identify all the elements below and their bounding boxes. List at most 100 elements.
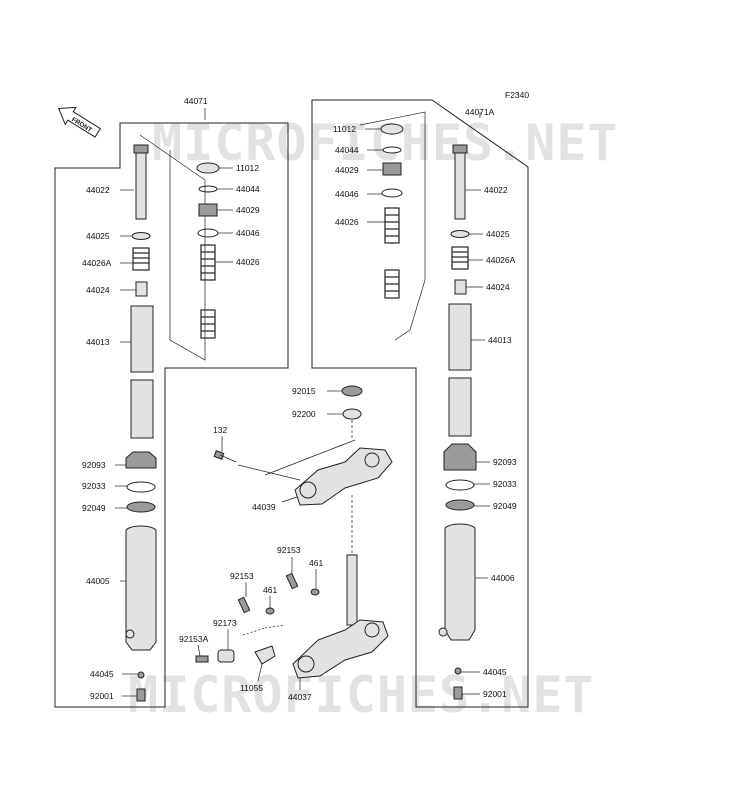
part-44026a-left xyxy=(132,247,150,271)
part-44037 xyxy=(292,619,389,679)
right-subassembly-outline xyxy=(359,111,426,341)
part-44045-right xyxy=(454,667,462,675)
part-11012-right xyxy=(380,123,404,135)
label-461-lower: 461 xyxy=(263,585,277,595)
label-11012-left: 11012 xyxy=(236,163,259,173)
front-arrow-icon: FRONT xyxy=(57,106,102,138)
part-92033-right xyxy=(445,479,475,491)
part-44045-left xyxy=(137,671,145,679)
part-44046-right xyxy=(381,188,403,198)
label-44013-right: 44013 xyxy=(488,335,512,345)
label-92001-left: 92001 xyxy=(90,691,114,701)
label-92173: 92173 xyxy=(213,618,237,628)
label-44025-right: 44025 xyxy=(486,229,510,239)
label-44026a-right: 44026A xyxy=(486,255,516,265)
part-44013-right xyxy=(448,303,472,437)
label-461-upper: 461 xyxy=(309,558,323,568)
label-44046-right: 44046 xyxy=(335,189,359,199)
label-44044-right: 44044 xyxy=(335,145,359,155)
left-fork-frame xyxy=(54,122,289,708)
label-44071a: 44071A xyxy=(465,107,495,117)
label-92049-right: 92049 xyxy=(493,501,517,511)
part-92001-right xyxy=(453,686,463,700)
label-92033-right: 92033 xyxy=(493,479,517,489)
label-44022-right: 44022 xyxy=(484,185,508,195)
part-92093-right xyxy=(443,443,477,471)
part-44025-left xyxy=(131,232,151,240)
label-44013-left: 44013 xyxy=(86,337,110,347)
part-44044-left xyxy=(198,185,218,193)
watermark-bottom: MICROFICHES.NET xyxy=(128,666,595,724)
part-461-lower xyxy=(265,607,275,615)
diagram-code: F2340 xyxy=(505,90,529,100)
label-44026-left: 44026 xyxy=(236,257,260,267)
label-44044-left: 44044 xyxy=(236,184,260,194)
label-92033-left: 92033 xyxy=(82,481,106,491)
part-44013-left xyxy=(130,305,154,439)
steering-stem xyxy=(346,554,358,626)
label-44045-right: 44045 xyxy=(483,667,507,677)
part-44005 xyxy=(125,525,157,651)
part-44024-right xyxy=(454,279,467,295)
part-92049-left xyxy=(126,501,156,513)
part-44039 xyxy=(294,447,393,506)
part-44029-left xyxy=(198,203,218,217)
part-92049-right xyxy=(445,499,475,511)
label-44024-right: 44024 xyxy=(486,282,510,292)
label-92049-left: 92049 xyxy=(82,503,106,513)
part-44026-left xyxy=(200,244,216,339)
label-44045-left: 44045 xyxy=(90,669,114,679)
label-44039: 44039 xyxy=(252,502,276,512)
watermark-top: MICROFICHES.NET xyxy=(152,114,619,172)
part-44022-left xyxy=(133,144,149,220)
label-44029-left: 44029 xyxy=(236,205,260,215)
label-44046-left: 44046 xyxy=(236,228,260,238)
part-92093-left xyxy=(125,451,157,469)
right-fork-frame xyxy=(311,99,529,708)
label-92093-left: 92093 xyxy=(82,460,106,470)
label-44005: 44005 xyxy=(86,576,110,586)
label-92153-upper: 92153 xyxy=(277,545,301,555)
part-92153-lower xyxy=(237,596,251,614)
label-92001-right: 92001 xyxy=(483,689,507,699)
part-92173 xyxy=(217,649,235,663)
part-92153-upper xyxy=(285,572,299,590)
label-132: 132 xyxy=(213,425,227,435)
left-subassembly-outline xyxy=(139,134,206,361)
label-44022-left: 44022 xyxy=(86,185,110,195)
label-44024-left: 44024 xyxy=(86,285,110,295)
part-461-upper xyxy=(310,588,320,596)
part-44026a-right xyxy=(451,246,469,270)
part-11055 xyxy=(254,645,276,665)
label-92015: 92015 xyxy=(292,386,316,396)
part-44025-right xyxy=(450,230,470,238)
label-44029-right: 44029 xyxy=(335,165,359,175)
part-92015 xyxy=(341,385,363,397)
label-11055: 11055 xyxy=(240,683,263,693)
part-44022-right xyxy=(452,144,468,220)
label-92153a: 92153A xyxy=(179,634,209,644)
part-11012-left xyxy=(196,162,220,174)
label-44071: 44071 xyxy=(184,96,208,106)
part-92001-left xyxy=(136,688,146,702)
part-92033-left xyxy=(126,481,156,493)
label-44006: 44006 xyxy=(491,573,515,583)
label-11012-right: 11012 xyxy=(333,124,356,134)
label-44037: 44037 xyxy=(288,692,312,702)
part-132 xyxy=(213,450,237,463)
part-44046-left xyxy=(197,228,219,238)
part-44029-right xyxy=(382,162,402,176)
part-92153a xyxy=(195,655,209,663)
part-44026-right xyxy=(384,207,400,299)
part-44024-left xyxy=(135,281,148,297)
label-44026a-left: 44026A xyxy=(82,258,112,268)
label-44025-left: 44025 xyxy=(86,231,110,241)
part-92200 xyxy=(342,408,362,420)
label-92093-right: 92093 xyxy=(493,457,517,467)
label-92153-lower: 92153 xyxy=(230,571,254,581)
part-44006 xyxy=(438,523,476,641)
label-44026-right: 44026 xyxy=(335,217,359,227)
label-92200: 92200 xyxy=(292,409,316,419)
